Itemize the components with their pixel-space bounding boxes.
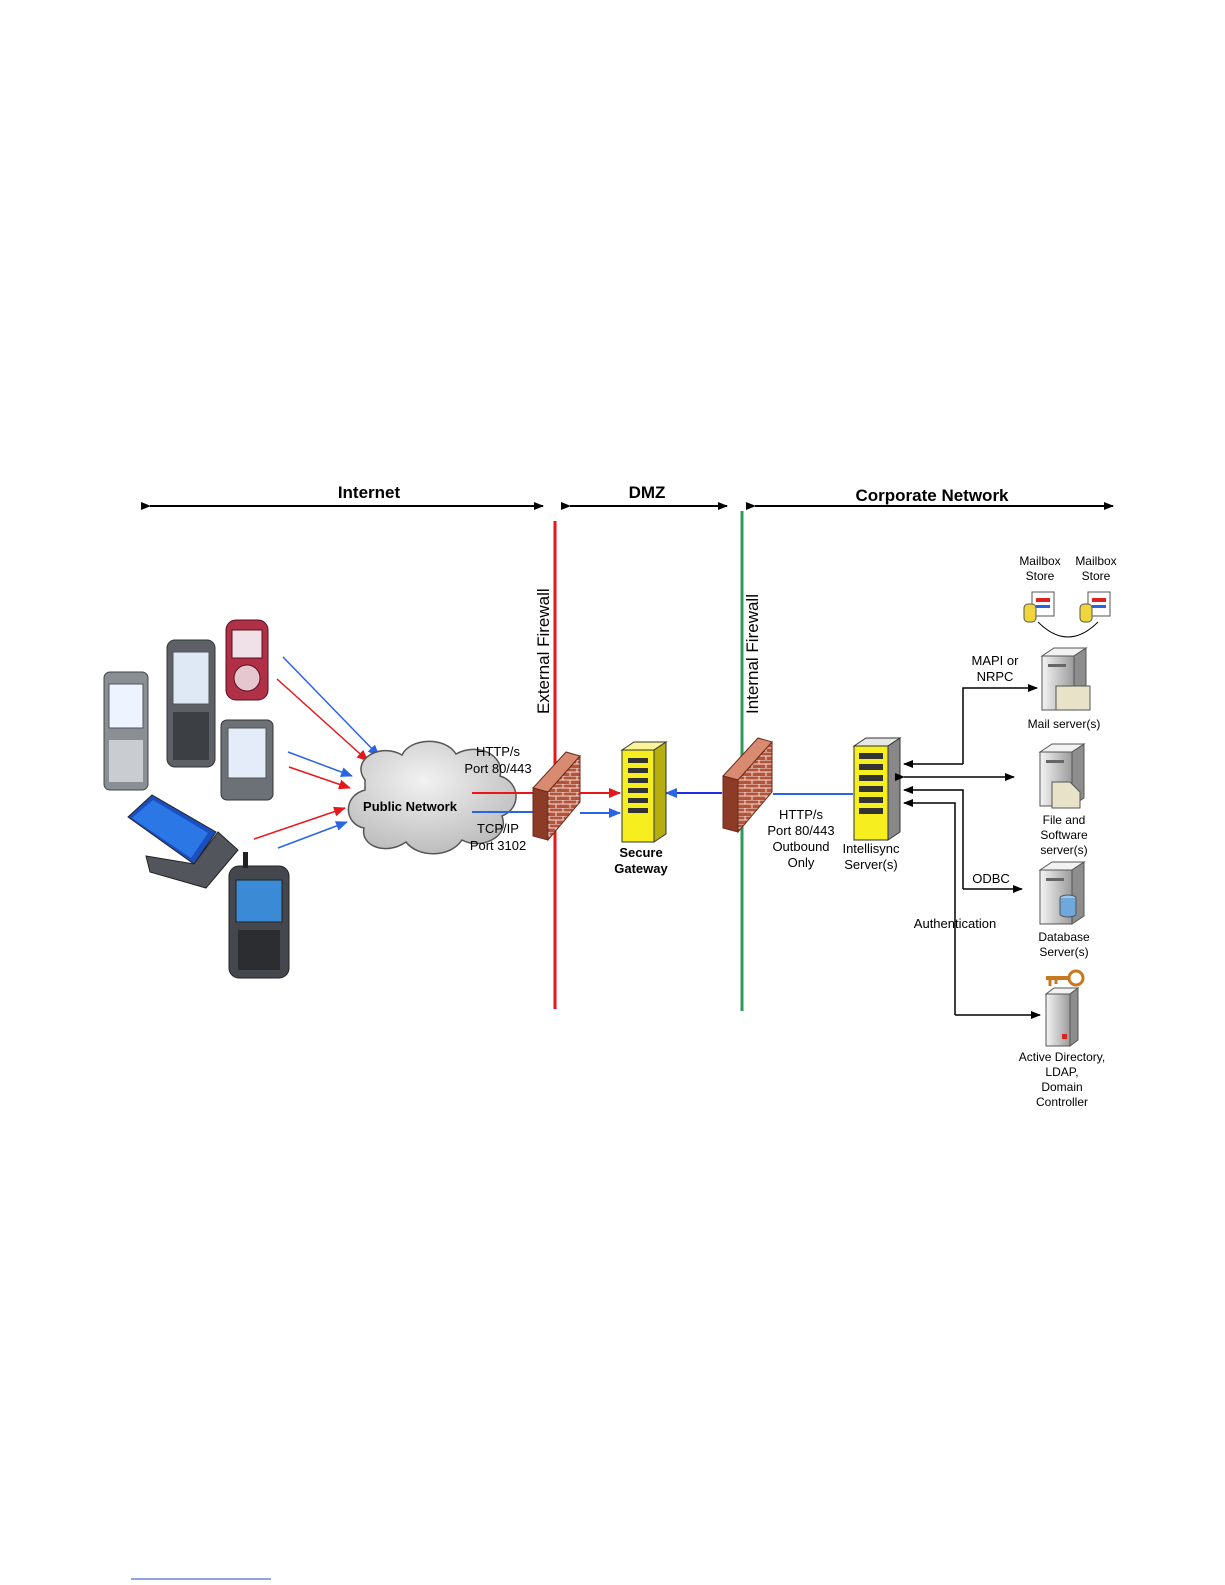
database-server-label-line1: Database — [1038, 930, 1090, 944]
device-arrow-red — [276, 678, 369, 762]
secure-gateway: Secure Gateway — [614, 741, 669, 876]
tcp-label-line1: TCP/IP — [477, 821, 519, 836]
zone-corporate-label: Corporate Network — [855, 486, 1009, 505]
smartphone-icon — [228, 852, 290, 979]
gateway-label-line1: Secure — [619, 845, 662, 860]
public-network-cloud: Public Network — [347, 740, 517, 855]
outbound-label-line2: Port 80/443 — [767, 823, 834, 838]
mapi-label-line1: MAPI or — [972, 653, 1020, 668]
external-firewall-label: External Firewall — [534, 588, 553, 714]
file-server-label-line3: server(s) — [1040, 843, 1087, 857]
mailbox-link — [1037, 621, 1099, 638]
external-firewall-wall-icon — [532, 751, 581, 842]
intellisync-label-line2: Server(s) — [844, 857, 897, 872]
laptop-icon — [127, 794, 239, 889]
device-arrow-blue — [287, 751, 353, 777]
zone-dmz: DMZ — [561, 483, 728, 510]
gateway-server-icon — [620, 741, 668, 843]
odbc-label: ODBC — [972, 871, 1010, 886]
ad-label-line2: LDAP, — [1045, 1065, 1078, 1079]
internal-firewall-label: Internal Firewall — [743, 594, 762, 714]
intellisync-server: Intellisync Server(s) — [842, 737, 902, 872]
outbound-label-line4: Only — [788, 855, 815, 870]
http-label-line2: Port 80/443 — [464, 761, 531, 776]
file-server-icon — [1038, 743, 1086, 809]
mail-link — [962, 684, 1038, 764]
key-icon — [1046, 969, 1085, 987]
outbound-label-line3: Outbound — [772, 839, 829, 854]
corporate-connections — [895, 684, 1041, 1019]
device-arrow-blue — [282, 656, 380, 757]
mail-server: Mail server(s) — [1028, 647, 1101, 731]
file-server: File and Software server(s) — [1038, 743, 1088, 857]
cloud-label: Public Network — [363, 799, 458, 814]
outbound-label-line1: HTTP/s — [779, 807, 824, 822]
device-arrows — [253, 656, 380, 849]
domain-controller-server-icon — [1044, 987, 1080, 1047]
cloud-icon — [347, 740, 517, 855]
device-arrow-red — [253, 806, 346, 840]
auth-link-return — [903, 799, 956, 1015]
intellisync-label-line1: Intellisync — [842, 841, 900, 856]
file-server-label-line1: File and — [1043, 813, 1086, 827]
intellisync-server-icon — [852, 737, 902, 841]
mail-server-icon — [1040, 647, 1091, 711]
gateway-label-line2: Gateway — [614, 861, 668, 876]
authentication-label: Authentication — [914, 916, 996, 931]
pda-icon — [220, 719, 274, 801]
database-server: Database Server(s) — [1038, 861, 1090, 959]
file-server-label-line2: Software — [1040, 828, 1088, 842]
mapi-label-line2: NRPC — [977, 669, 1014, 684]
ad-label-line4: Controller — [1036, 1095, 1088, 1109]
device-arrow-red — [288, 766, 351, 790]
mailbox-store-icon — [1079, 591, 1111, 623]
mailbox-store-1-label-line2: Store — [1026, 569, 1055, 583]
mailbox-store-1-label-line1: Mailbox — [1019, 554, 1060, 568]
internal-firewall-wall-icon — [722, 737, 773, 834]
zone-internet: Internet — [141, 483, 544, 510]
database-link-return — [903, 786, 964, 889]
flip-phone-icon — [103, 671, 149, 791]
mail-server-label: Mail server(s) — [1028, 717, 1101, 731]
ad-label-line1: Active Directory, — [1019, 1050, 1105, 1064]
ad-label-line3: Domain — [1041, 1080, 1082, 1094]
flip-phone-icon — [166, 639, 216, 768]
database-server-icon — [1038, 861, 1086, 925]
http-label-line1: HTTP/s — [476, 744, 521, 759]
zone-corporate: Corporate Network — [746, 486, 1114, 510]
device-arrow-blue — [277, 821, 348, 849]
active-directory: Active Directory, LDAP, Domain Controlle… — [1019, 969, 1105, 1109]
mailbox-store-icon — [1023, 591, 1055, 623]
mailbox-store-1: Mailbox Store — [1019, 554, 1061, 623]
mailbox-store-2-label-line1: Mailbox — [1075, 554, 1116, 568]
zone-dmz-label: DMZ — [629, 483, 666, 502]
database-server-label-line2: Server(s) — [1039, 945, 1088, 959]
zone-internet-label: Internet — [338, 483, 401, 502]
tcp-label-line2: Port 3102 — [470, 838, 526, 853]
mailbox-store-2: Mailbox Store — [1075, 554, 1117, 623]
nokia-phone-icon — [225, 619, 269, 701]
mobile-devices — [103, 619, 290, 979]
mailbox-store-2-label-line2: Store — [1082, 569, 1111, 583]
